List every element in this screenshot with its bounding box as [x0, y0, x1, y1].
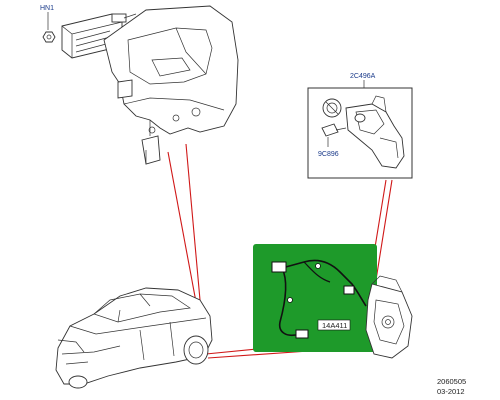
motor-part-label: 2C496A	[350, 73, 376, 80]
clip-icon	[321, 123, 347, 137]
drawing-date: 03-2012	[437, 387, 465, 396]
wiring-harness	[271, 259, 367, 339]
mounting-bracket	[103, 5, 239, 165]
sub-part-label: 9C896	[318, 151, 339, 158]
module-part-label: HN1	[40, 5, 54, 12]
harness-part-label: 14A411	[322, 321, 347, 330]
drawing-id: 2060505	[437, 377, 466, 386]
harness-label-box	[317, 319, 351, 331]
nut-fastener-icon	[42, 31, 56, 43]
vehicle-illustration	[55, 287, 213, 389]
door-latch	[365, 275, 413, 359]
actuator-seal-icon	[322, 98, 342, 118]
door-motor	[345, 95, 405, 169]
